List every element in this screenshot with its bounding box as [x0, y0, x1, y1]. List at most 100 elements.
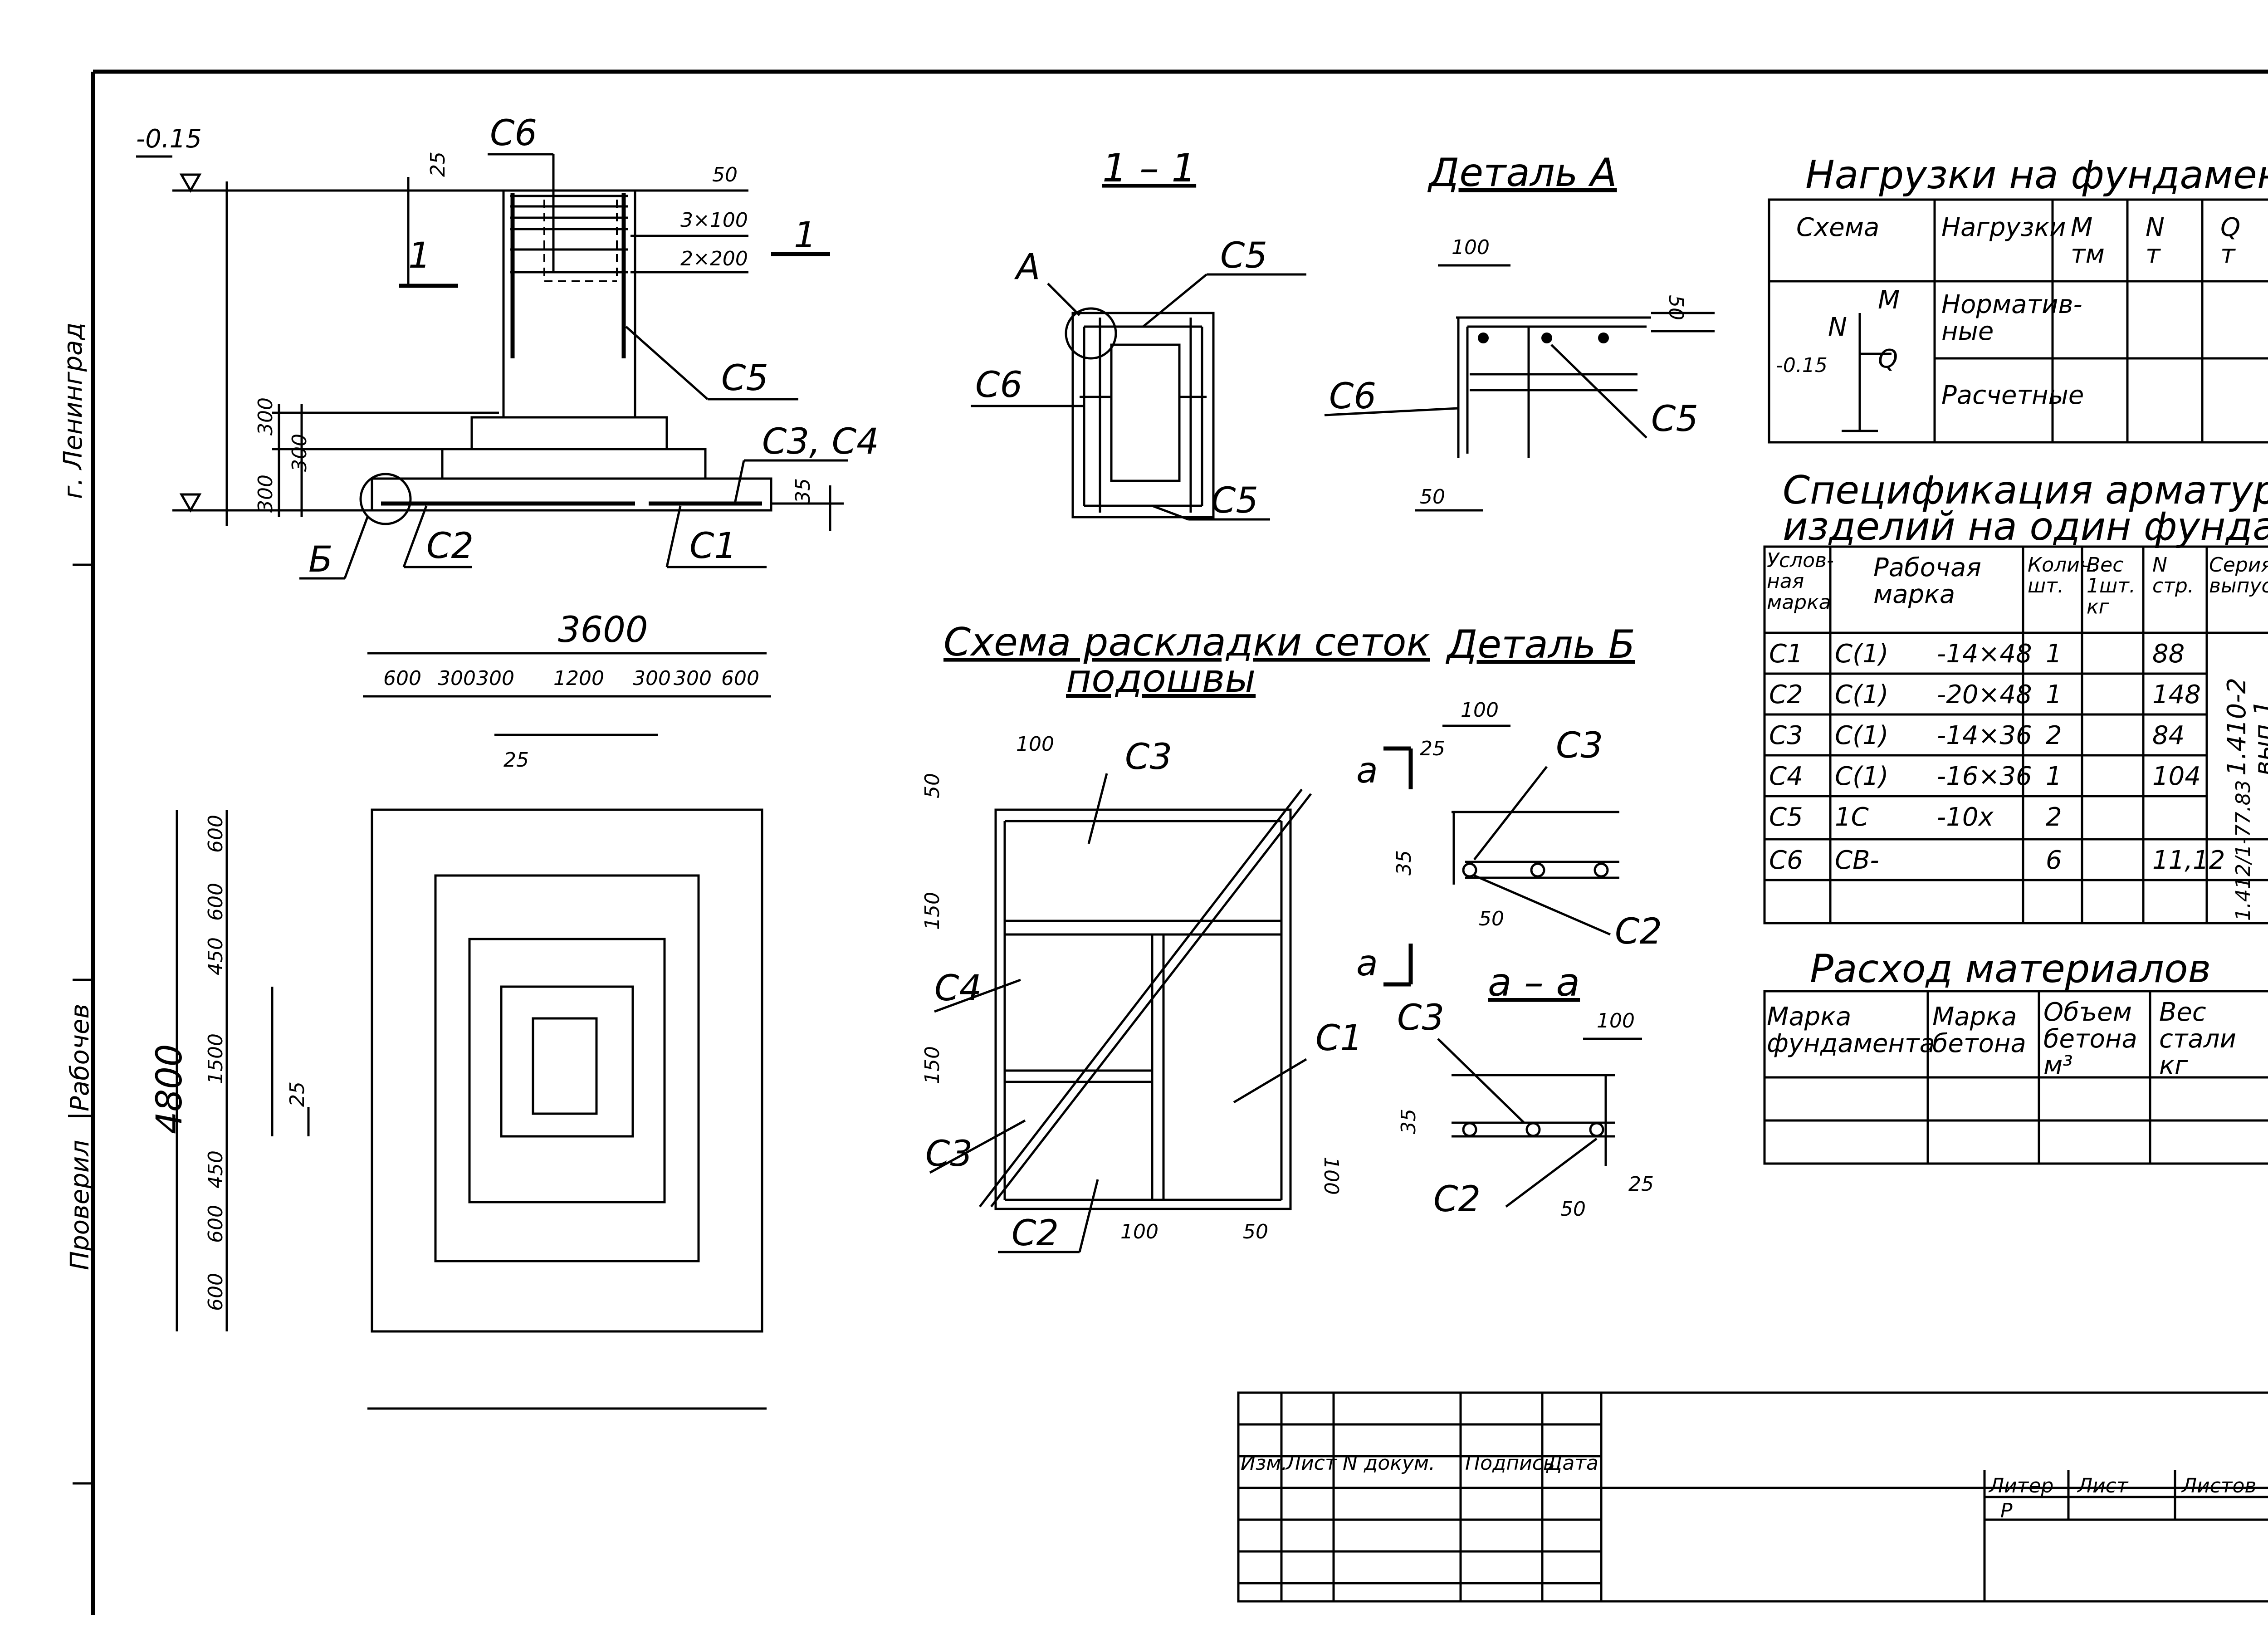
plan-w-dim-7: 600 — [721, 667, 759, 690]
plan-overall-width: 3600 — [558, 610, 648, 651]
footing-step-2 — [441, 448, 707, 480]
spec-row5-mark: С5 — [1769, 802, 1803, 832]
loads-scheme-n: N — [1828, 313, 1847, 342]
spec-row5-size: -10х — [1937, 802, 1994, 832]
detail-a: Деталь А 100 50 50 С6 С5 — [1324, 150, 1715, 512]
bar-c2-b2 — [1530, 862, 1545, 878]
plan-l-dim-2: 600 — [204, 883, 227, 921]
section-1-1-title: 1 – 1 — [1102, 146, 1196, 191]
spec-row6-mark: С6 — [1769, 846, 1803, 875]
loads-row-design: Расчетные — [1941, 381, 2084, 410]
tb-header-date: Дата — [1546, 1452, 1598, 1475]
label-c5-detail-a: С5 — [1651, 399, 1698, 440]
mesh-layout-title-2: подошвы — [1066, 656, 1256, 701]
plan-view: 3600 600 300 300 1200 300 300 600 25 480… — [149, 610, 771, 1410]
dim-3x100: 3×100 — [680, 209, 748, 232]
spec-row5-qty: 2 — [2046, 802, 2062, 832]
dim-50-detail-b: 50 — [1479, 907, 1504, 930]
cut-mark-top: а — [1356, 750, 1378, 791]
label-c6-elev: С6 — [490, 113, 537, 154]
label-c5-sec-bottom: С5 — [1211, 480, 1258, 521]
mesh-label-c2: С2 — [1012, 1213, 1059, 1254]
plan-overall-length: 4800 — [149, 1044, 190, 1134]
spec-row6-work: СВ- — [1835, 846, 1879, 875]
label-c2-aa: С2 — [1433, 1179, 1481, 1220]
bar-dot-a3 — [1598, 333, 1609, 343]
spec-row6-qty: 6 — [2046, 846, 2062, 875]
label-c2-elev: С2 — [426, 526, 474, 567]
plan-w-dim-2: 300 — [438, 667, 476, 690]
loads-table-title: Нагрузки на фундамент — [1805, 152, 2268, 198]
checked-label: Проверил — [65, 1140, 95, 1270]
spec-row1-qty: 1 — [2046, 639, 2062, 669]
mesh-dim-150-a: 150 — [921, 892, 944, 930]
bar-aa-3 — [1589, 1122, 1604, 1137]
dim-100-detail-b: 100 — [1461, 699, 1499, 722]
spec-row1-page: 88 — [2152, 639, 2185, 669]
bar-c2-b3 — [1593, 862, 1609, 878]
section-1-1: 1 – 1 А С5 С6 С5 — [971, 146, 1306, 521]
section-inner — [1110, 343, 1181, 482]
spec-row3-work: С(1) — [1835, 721, 1888, 750]
plan-l-dim-3: 450 — [204, 937, 227, 975]
dim-50-detail-a-bottom: 50 — [1420, 485, 1445, 509]
bar-aa-2 — [1525, 1122, 1541, 1137]
detail-b-mark: Б — [308, 539, 333, 580]
dim-25-detail-b: 25 — [1420, 737, 1445, 760]
spec-row2-work: С(1) — [1835, 680, 1888, 709]
section-mark-right: 1 — [794, 215, 816, 256]
spec-table: Спецификация арматурных изделий на один … — [1763, 468, 2268, 925]
spec-row5-work: 1С — [1835, 802, 1869, 832]
bar-dot-a1 — [1478, 333, 1489, 343]
section-a-a: а – а С3 С2 100 35 50 25 — [1397, 960, 1654, 1221]
dim-35-detail-b: 35 — [1393, 850, 1416, 876]
mesh-layout-title-1: Схема раскладки сеток — [943, 620, 1430, 665]
plan-l-dim-1: 600 — [204, 815, 227, 853]
plan-w-dim-3: 300 — [476, 667, 514, 690]
detail-a-title: Деталь А — [1427, 150, 1617, 196]
detail-b: Деталь Б а а С3 С2 100 25 35 50 — [1356, 622, 1662, 987]
spec-row1-size: -14×48 — [1937, 639, 2032, 669]
plan-w-dim-5: 300 — [633, 667, 671, 690]
spec-row3-mark: С3 — [1769, 721, 1803, 750]
tb-stage-sheet: Лист — [2077, 1474, 2129, 1497]
label-c6-sec: С6 — [975, 365, 1022, 406]
spec-row2-page: 148 — [2152, 680, 2201, 709]
plan-column-outer — [500, 985, 634, 1138]
spec-title-1: Спецификация арматурных — [1783, 468, 2268, 513]
dim-100-aa: 100 — [1597, 1009, 1635, 1032]
level-mark: -0.15 — [136, 124, 202, 154]
mesh-dim-100-top: 100 — [1016, 733, 1054, 756]
loads-scheme-level: -0.15 — [1776, 354, 1828, 377]
label-c2-detail-b: С2 — [1615, 911, 1662, 952]
cut-mark-bottom: а — [1356, 943, 1378, 984]
mesh-label-c1: С1 — [1315, 1018, 1363, 1059]
label-c6-detail-a: С6 — [1329, 376, 1376, 417]
label-c3-detail-b: С3 — [1556, 725, 1603, 766]
section-a-a-title: а – а — [1488, 960, 1580, 1005]
plan-column-inner — [532, 1017, 598, 1115]
tb-header-doc: N докум. — [1343, 1452, 1435, 1475]
detail-b-title: Деталь Б — [1445, 622, 1635, 667]
mesh-dim-100-right: 100 — [1320, 1157, 1343, 1195]
spec-row3-page: 84 — [2152, 721, 2185, 750]
label-a: А — [1014, 247, 1040, 288]
loads-scheme-m: M — [1878, 285, 1900, 315]
materials-title: Расход материалов — [1810, 946, 2211, 992]
plan-inner-dim-v: 25 — [286, 1081, 309, 1107]
sheet-frame: 86 г. Ленинград Проверил Рабочев — [59, 69, 2268, 1615]
plan-inner-dim: 25 — [503, 748, 529, 772]
plan-step-1 — [468, 938, 666, 1203]
mesh-dim-150-b: 150 — [921, 1046, 944, 1084]
spec-row1-mark: С1 — [1769, 639, 1803, 669]
spec-header-series: Серия,выпуск — [2209, 553, 2268, 597]
detail-a-callout — [1065, 307, 1117, 360]
spec-series-a: 1.410-2вып.1 — [2222, 678, 2268, 776]
spec-row4-work: С(1) — [1835, 762, 1888, 791]
